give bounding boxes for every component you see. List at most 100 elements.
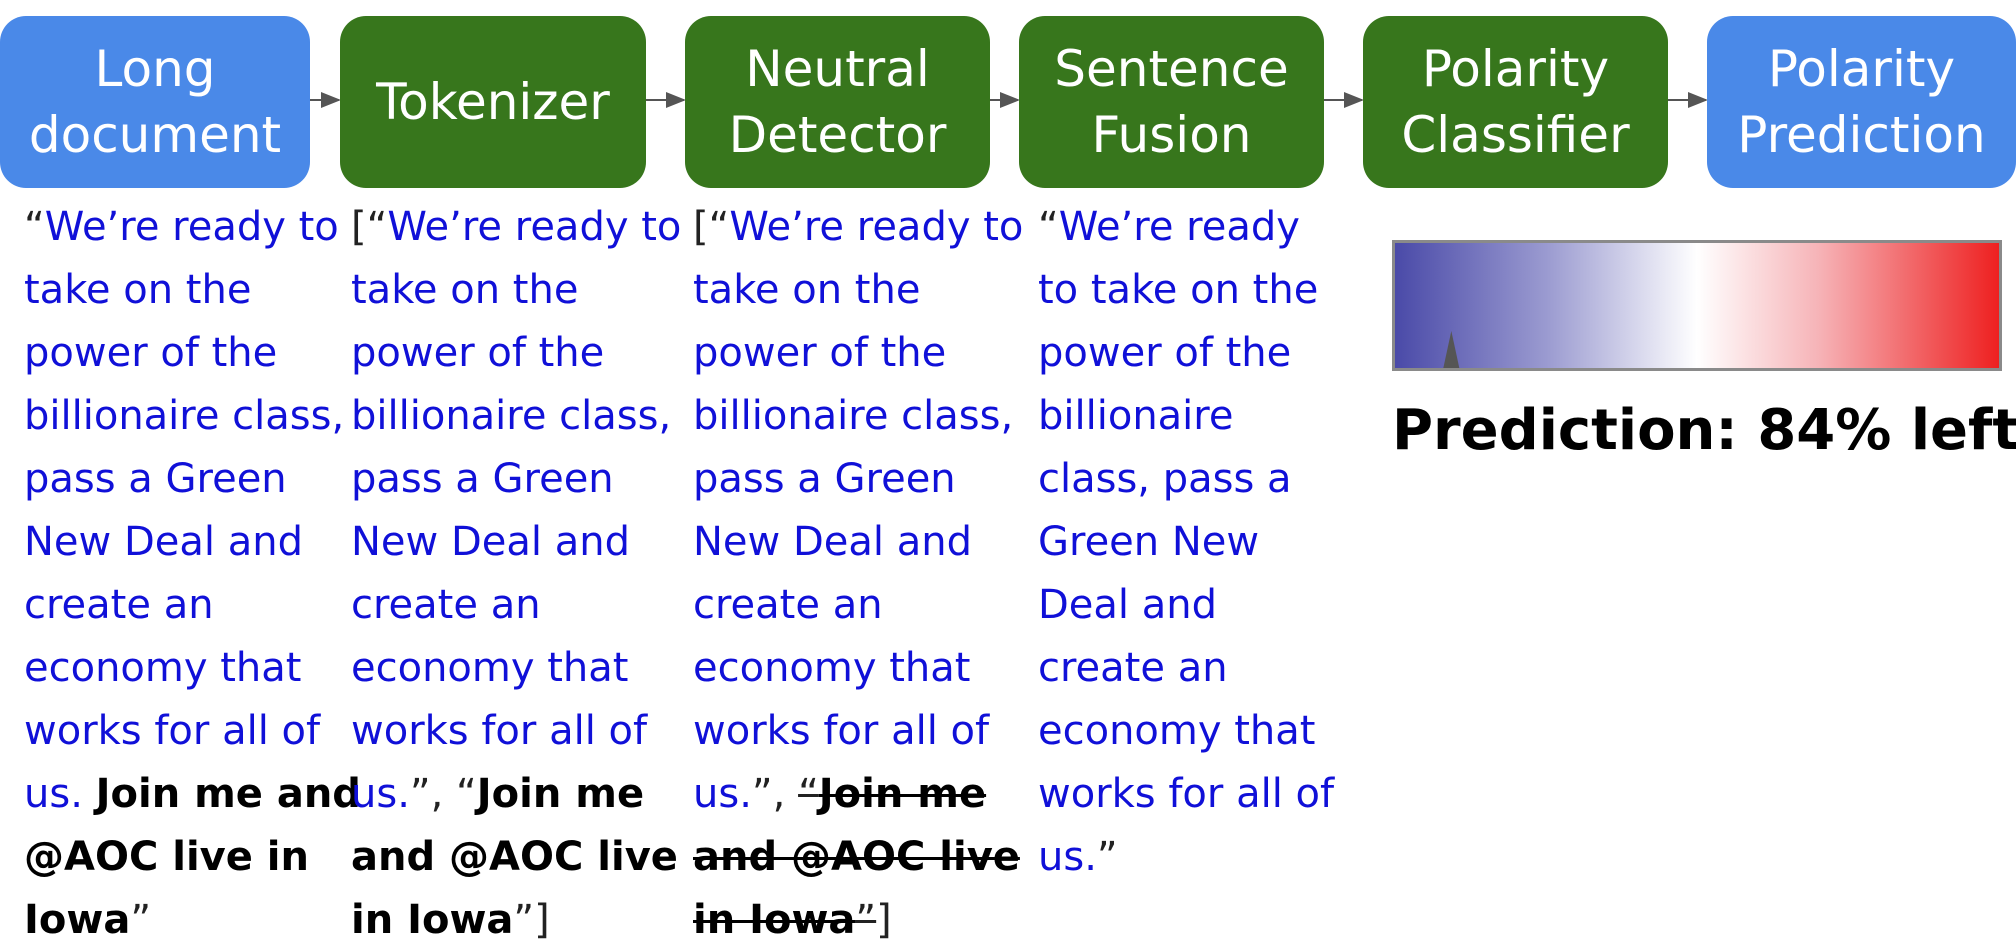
- text-line: us.”: [1038, 826, 1334, 889]
- text-segment: We’re ready to: [44, 204, 339, 250]
- struck-text: in Iowa: [693, 897, 856, 943]
- text-line: New Deal and: [693, 519, 972, 565]
- separator: ”, “: [409, 771, 477, 817]
- separator: ”,: [751, 771, 799, 817]
- box-line: Prediction: [1737, 106, 1986, 164]
- text-line: create an: [1038, 645, 1228, 691]
- close-bracket: ]: [876, 897, 892, 943]
- text-line: take on the: [693, 267, 921, 313]
- text-line: economy that: [351, 645, 629, 691]
- text-segment: We’re ready: [1058, 204, 1300, 250]
- close-quote: ”: [1096, 834, 1118, 880]
- box-line: Detector: [728, 106, 947, 164]
- text-line: power of the: [693, 330, 947, 376]
- box-line: Fusion: [1091, 106, 1252, 164]
- box-line: Classifier: [1401, 106, 1630, 164]
- struck-close-quote: ”: [855, 897, 877, 943]
- text-line: billionaire class,: [24, 393, 345, 439]
- struck-text: Join me: [818, 771, 987, 817]
- text-line: us. Join me and: [24, 763, 361, 826]
- text-line: works for all of: [693, 708, 990, 754]
- text-line: Green New: [1038, 519, 1260, 565]
- text-line: to take on the: [1038, 267, 1319, 313]
- text-line: pass a Green: [693, 456, 956, 502]
- open-bracket-quote: [“: [351, 204, 388, 250]
- text-line: works for all of: [351, 708, 648, 754]
- polarity-gradient-bar: [1392, 240, 2002, 371]
- box-line: Tokenizer: [376, 73, 610, 131]
- text-segment: us.: [693, 771, 752, 817]
- tokenizer-box: Tokenizer: [340, 16, 646, 188]
- sentence-fusion-text: “We’re ready to take on the power of the…: [1038, 196, 1334, 889]
- text-line: and @AOC live: [693, 826, 1023, 889]
- polarity-marker-triangle: [1443, 331, 1460, 368]
- text-line: works for all of: [1038, 771, 1335, 817]
- text-line: take on the: [351, 267, 579, 313]
- text-line: economy that: [693, 645, 971, 691]
- text-line: us.”, “Join me: [693, 763, 1023, 826]
- struck-text: and @AOC live: [693, 834, 1020, 880]
- text-line: power of the: [24, 330, 278, 376]
- open-quote: “: [1038, 204, 1059, 250]
- text-line: billionaire: [1038, 393, 1234, 439]
- open-bracket-quote: [“: [693, 204, 730, 250]
- text-line: create an: [693, 582, 883, 628]
- text-line: pass a Green: [351, 456, 614, 502]
- text-line: power of the: [351, 330, 605, 376]
- text-line: in Iowa”]: [693, 889, 1023, 952]
- neutral-detector-text: [“We’re ready to take on the power of th…: [693, 196, 1023, 952]
- text-line: economy that: [1038, 708, 1316, 754]
- prediction-label: Prediction: 84% left: [1392, 398, 2016, 463]
- box-line: Sentence: [1054, 40, 1289, 98]
- long-document-box: Long document: [0, 16, 310, 188]
- text-line: Iowa”: [24, 889, 361, 952]
- text-line: create an: [351, 582, 541, 628]
- text-line: [“We’re ready to: [693, 196, 1023, 259]
- text-line: class, pass a: [1038, 456, 1292, 502]
- text-line: in Iowa”]: [351, 889, 681, 952]
- text-line: billionaire class,: [693, 393, 1014, 439]
- text-line: works for all of: [24, 708, 321, 754]
- tokenizer-text: [“We’re ready to take on the power of th…: [351, 196, 681, 952]
- text-segment: us.: [351, 771, 410, 817]
- polarity-marker: [1443, 331, 1460, 368]
- text-line: economy that: [24, 645, 302, 691]
- box-line: Polarity: [1421, 40, 1610, 98]
- text-line: New Deal and: [351, 519, 630, 565]
- bold-text: in Iowa: [351, 897, 514, 943]
- text-line: Deal and: [1038, 582, 1218, 628]
- bold-text: Join me and: [95, 771, 361, 817]
- box-line: Long: [94, 40, 216, 98]
- box-line: Neutral: [745, 40, 930, 98]
- text-line: us.”, “Join me: [351, 763, 681, 826]
- text-line: [“We’re ready to: [351, 196, 681, 259]
- close-quote-bracket: ”]: [513, 897, 550, 943]
- open-quote: “: [24, 204, 45, 250]
- text-line: “We’re ready to: [24, 196, 361, 259]
- text-line: pass a Green: [24, 456, 287, 502]
- text-segment: We’re ready to: [729, 204, 1024, 250]
- bold-text: Join me: [476, 771, 645, 817]
- long-document-text: “We’re ready to take on the power of the…: [24, 196, 361, 952]
- text-segment: us.: [1038, 834, 1097, 880]
- text-line: power of the: [1038, 330, 1292, 376]
- box-line: document: [28, 106, 282, 164]
- text-line: “We’re ready: [1038, 196, 1334, 259]
- text-segment: us.: [24, 771, 96, 817]
- struck-open-quote: “: [798, 771, 819, 817]
- box-line: Polarity: [1767, 40, 1956, 98]
- text-line: New Deal and: [24, 519, 303, 565]
- text-line: create an: [24, 582, 214, 628]
- text-line: take on the: [24, 267, 252, 313]
- close-quote: ”: [130, 897, 152, 943]
- text-segment: We’re ready to: [387, 204, 682, 250]
- bold-text: Iowa: [24, 897, 131, 943]
- text-line: billionaire class,: [351, 393, 672, 439]
- bold-text-line: @AOC live in: [24, 834, 309, 880]
- bold-text-line: and @AOC live: [351, 834, 678, 880]
